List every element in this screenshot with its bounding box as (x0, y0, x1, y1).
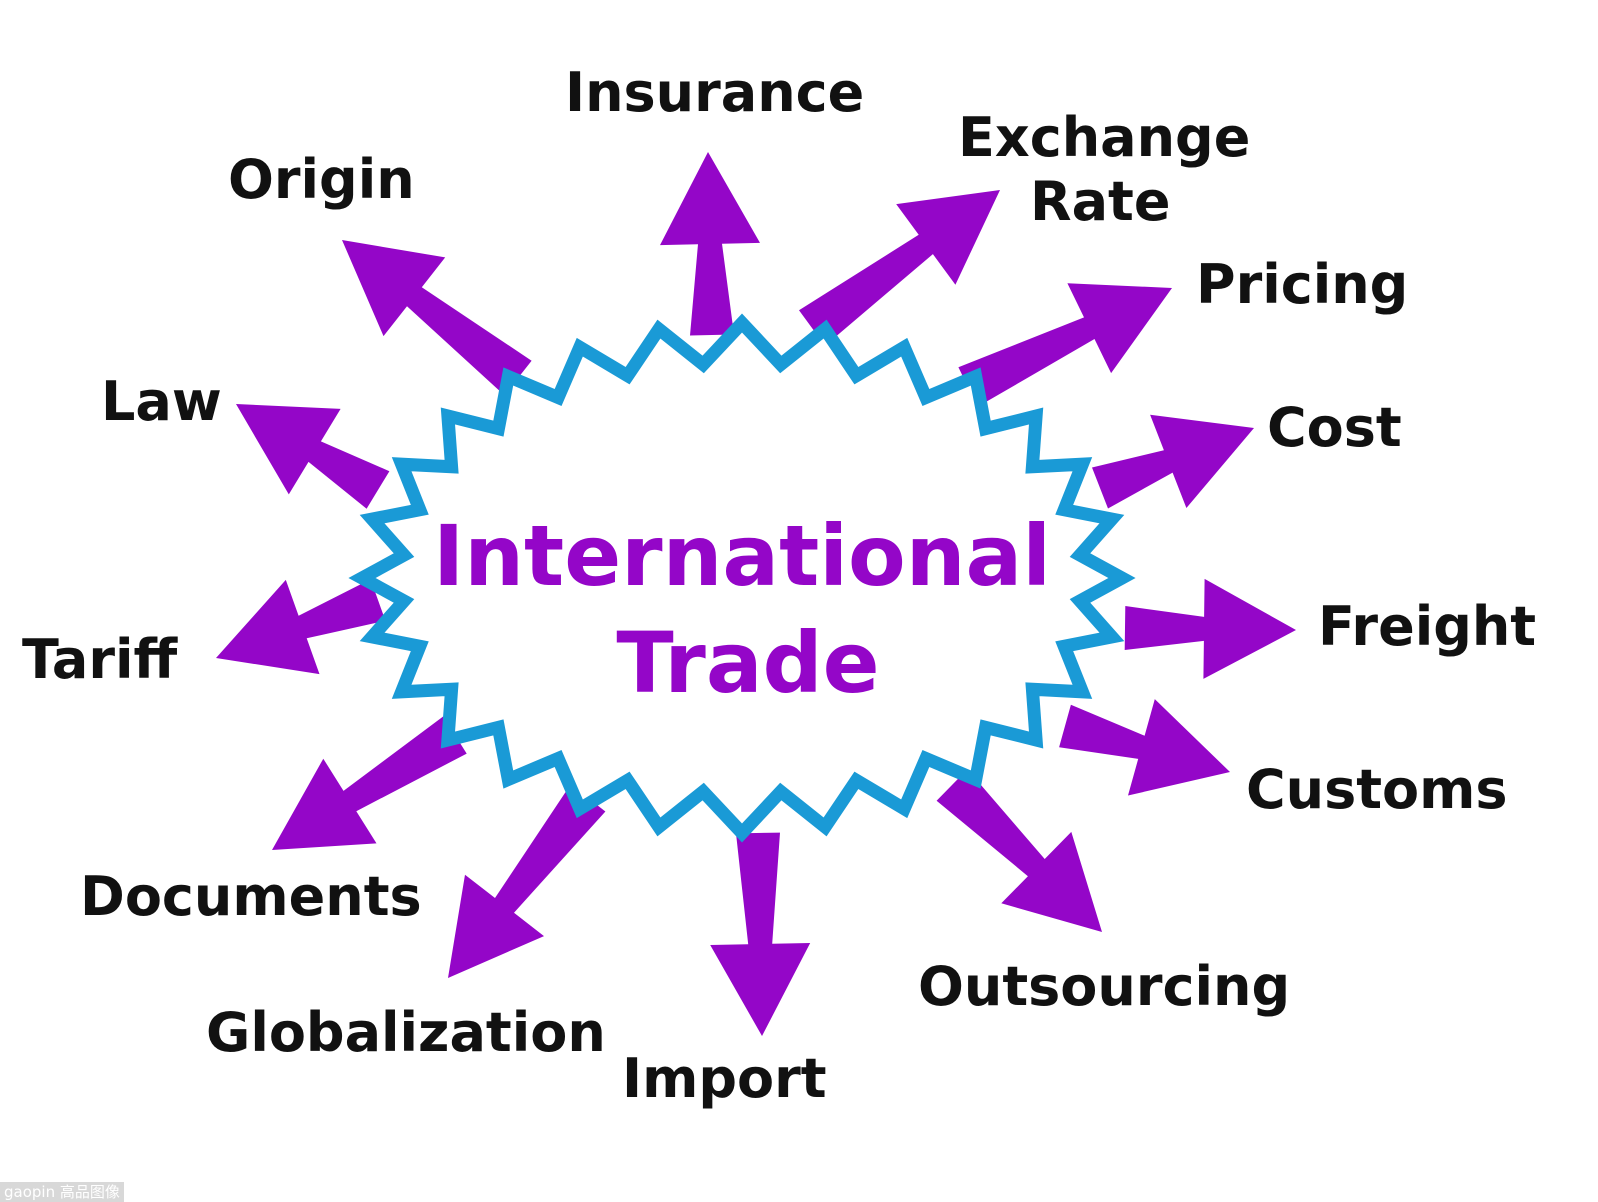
arrows-layer (216, 152, 1296, 1036)
label-import: Import (622, 1047, 827, 1110)
label-customs: Customs (1246, 758, 1508, 821)
arrow-tariff (216, 579, 386, 675)
center-title-line-2: Trade (616, 614, 879, 712)
label-freight: Freight (1318, 595, 1536, 658)
arrow-customs (1059, 699, 1230, 796)
arrow-origin (342, 240, 532, 396)
arrow-import (710, 832, 811, 1036)
label-pricing: Pricing (1196, 253, 1408, 316)
label-tariff: Tariff (22, 628, 178, 691)
arrow-law (236, 404, 390, 509)
arrow-freight (1124, 578, 1296, 679)
label-insurance: Insurance (565, 61, 864, 124)
arrow-insurance (660, 152, 760, 336)
label-globalization: Globalization (206, 1001, 606, 1064)
center-title-line-1: International (433, 507, 1051, 605)
label-origin: Origin (228, 148, 415, 211)
label-outsourcing: Outsourcing (918, 955, 1290, 1018)
arrow-cost (1092, 414, 1254, 509)
label-law: Law (101, 370, 222, 433)
arrow-outsourcing (936, 769, 1102, 932)
label-cost: Cost (1267, 396, 1402, 459)
arrow-pricing (958, 283, 1172, 407)
watermark: gaopin 高品图像 (0, 1182, 124, 1202)
arrow-documents (272, 716, 467, 850)
arrow-exchange-rate (799, 190, 1000, 346)
center-starburst (348, 313, 1136, 843)
label-documents: Documents (80, 865, 422, 928)
arrow-globalization (448, 784, 606, 978)
